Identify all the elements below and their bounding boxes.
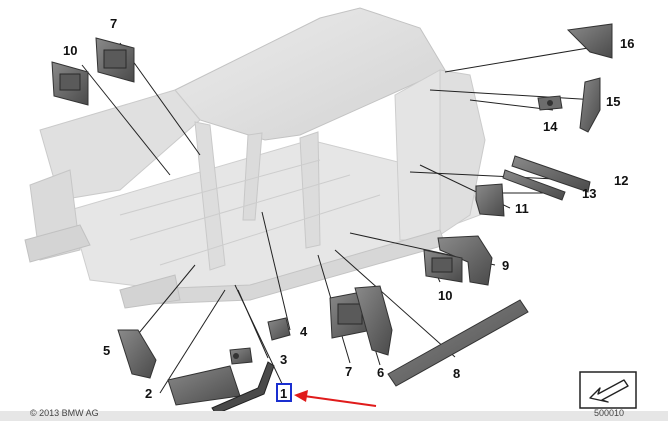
part-11 <box>475 183 505 217</box>
callout-6[interactable]: 6 <box>377 365 384 380</box>
callout-12[interactable]: 12 <box>614 173 628 188</box>
part-16 <box>566 23 613 59</box>
part-4 <box>267 317 291 341</box>
part-13 <box>502 169 566 201</box>
direction-arrow-icon <box>579 371 637 409</box>
part-3 <box>229 347 253 365</box>
part-9 <box>437 235 493 286</box>
part-6 <box>354 285 393 356</box>
callout-labels: 7 10 16 15 14 12 13 11 9 10 4 5 3 7 6 8 … <box>63 16 634 401</box>
part-5 <box>117 329 157 379</box>
parts <box>51 23 613 415</box>
copyright-text: © 2013 BMW AG <box>30 408 99 418</box>
callout-8[interactable]: 8 <box>453 366 460 381</box>
part-10-left <box>51 61 89 106</box>
body-in-white <box>24 7 486 309</box>
part-15 <box>579 77 601 133</box>
footer-strip <box>0 411 668 421</box>
callout-1-highlight[interactable]: 1 <box>276 383 292 402</box>
callout-16[interactable]: 16 <box>620 36 634 51</box>
callout-14[interactable]: 14 <box>543 119 558 134</box>
part-7-top <box>95 37 135 83</box>
part-10-right <box>423 249 463 283</box>
image-number: 500010 <box>594 408 625 418</box>
callout-10[interactable]: 10 <box>63 43 77 58</box>
callout-10b[interactable]: 10 <box>438 288 452 303</box>
part-8 <box>387 299 529 387</box>
part-12 <box>511 155 591 193</box>
part-2 <box>167 365 241 406</box>
callout-13[interactable]: 13 <box>582 186 596 201</box>
part-14 <box>537 95 563 111</box>
callout-11[interactable]: 11 <box>515 201 529 216</box>
callout-7b[interactable]: 7 <box>345 364 352 379</box>
callout-9[interactable]: 9 <box>502 258 509 273</box>
callout-3[interactable]: 3 <box>280 352 287 367</box>
callout-4[interactable]: 4 <box>300 324 308 339</box>
highlight-box <box>276 383 292 402</box>
callout-5[interactable]: 5 <box>103 343 110 358</box>
callout-7[interactable]: 7 <box>110 16 117 31</box>
red-pointer-arrow <box>294 390 377 407</box>
callout-2[interactable]: 2 <box>145 386 152 401</box>
callout-1[interactable]: 1 <box>280 386 287 401</box>
callout-15[interactable]: 15 <box>606 94 620 109</box>
